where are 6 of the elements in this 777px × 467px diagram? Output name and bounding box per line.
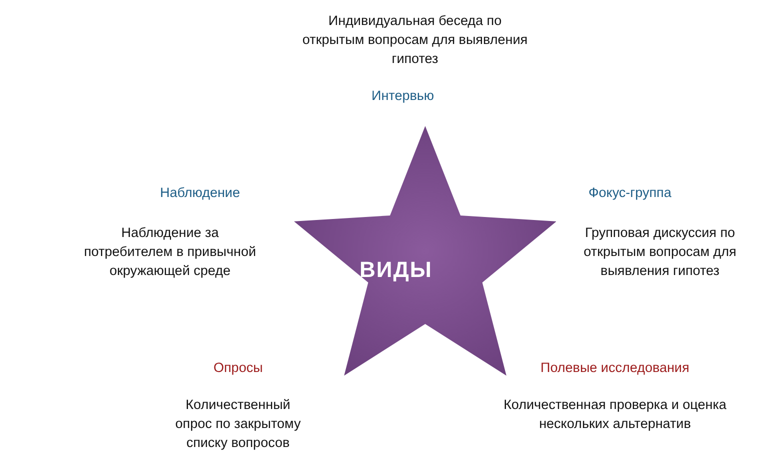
- description-text: Индивидуальная беседа по открытым вопросам для выявления гипотез: [301, 12, 529, 68]
- description-text: Групповая дискуссия по открытым вопросам для выявления гипотез: [582, 224, 738, 280]
- star-label: ВИДЫ: [360, 257, 432, 283]
- description-text: Наблюдение за потребителем в привычной окружающей среде: [82, 224, 258, 280]
- description-text: Количественный опрос по закрытому списку вопросов: [174, 396, 302, 452]
- description-text: Количественная проверка и оценка нескольких альтернатив: [502, 396, 728, 433]
